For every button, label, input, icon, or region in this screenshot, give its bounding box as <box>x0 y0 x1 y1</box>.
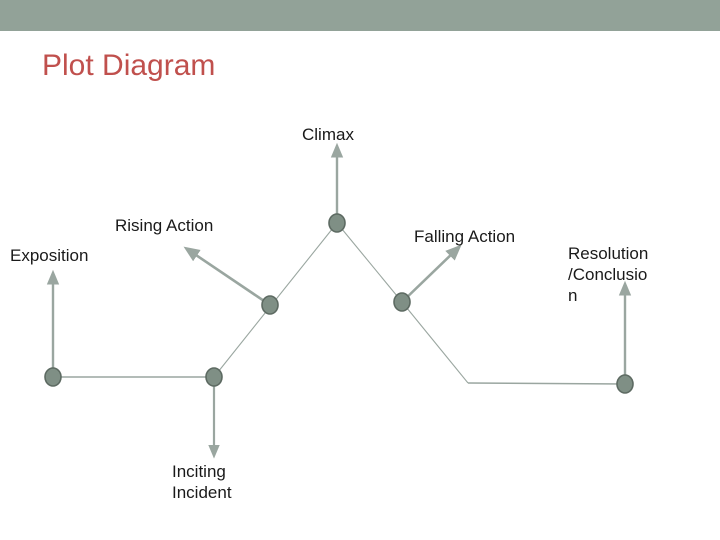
leader-arrows <box>46 142 632 459</box>
plot-nodes <box>44 213 634 394</box>
page-title: Plot Diagram <box>42 49 216 82</box>
leader-arrow-rising-action <box>183 246 271 307</box>
node-exposition[interactable] <box>44 367 62 387</box>
segment-bend-to-resolution <box>467 382 626 385</box>
node-falling-action[interactable] <box>393 292 411 312</box>
label-exposition: Exposition <box>10 246 89 265</box>
label-inciting-incident: Inciting Incident <box>172 462 232 502</box>
node-rising-action[interactable] <box>261 295 279 315</box>
segment-climax-to-falling <box>336 222 403 303</box>
node-climax[interactable] <box>328 213 346 233</box>
node-resolution[interactable] <box>616 374 634 394</box>
node-inciting-incident[interactable] <box>205 367 223 387</box>
label-resolution: Resolution /Conclusio n <box>568 244 649 305</box>
segment-falling-to-bend <box>401 301 469 384</box>
slide-top-bar <box>0 0 720 31</box>
label-climax: Climax <box>302 125 354 144</box>
label-rising-action: Rising Action <box>115 216 214 235</box>
plot-curve <box>53 222 626 385</box>
leader-arrow-falling-action <box>401 244 462 303</box>
label-falling-action: Falling Action <box>414 227 516 246</box>
